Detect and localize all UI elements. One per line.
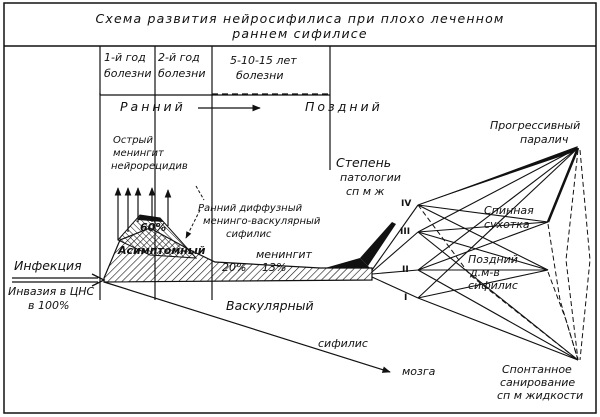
outcome-tabes: Спинная: [484, 204, 534, 217]
label-asymptomatic: Асимптомный: [118, 244, 206, 257]
outcome-sanation: санирование: [500, 376, 576, 389]
diagram-title: Схема развития нейросифилиса при плохо л…: [95, 11, 505, 26]
label-acute: Острый: [113, 135, 153, 146]
header-second-year: 2-й год: [158, 51, 200, 64]
label-early-diffuse: Ранний диффузный: [198, 203, 303, 214]
outcome-late-syphilis: сифилис: [468, 279, 518, 292]
label-asymptomatic-meningitis: менингит: [256, 248, 312, 261]
grade-i: I: [404, 293, 408, 303]
label-invasion-pct: в 100%: [28, 299, 70, 312]
label-vascular: Васкулярный: [226, 298, 314, 313]
label-infection: Инфекция: [14, 258, 82, 273]
outcome-spontaneous: Спонтанное: [502, 363, 572, 376]
header-disease-3: болезни: [236, 69, 284, 82]
pct-20: 20%: [222, 261, 247, 274]
stage-early: Ранний: [120, 99, 186, 114]
outcome-late: Поздний: [468, 253, 518, 266]
outer-frame: [3, 2, 597, 414]
label-meningovascular: менинго-васкулярный: [203, 216, 321, 227]
stage-late: Поздний: [305, 99, 383, 114]
outcome-csf: сп м жидкости: [497, 389, 584, 402]
grade-iii: III: [400, 227, 411, 237]
label-vascular-syphilis: сифилис: [318, 337, 368, 350]
label-invasion: Инвазия в ЦНС: [8, 285, 95, 298]
label-neurorelapse: нейрорецидив: [111, 161, 188, 172]
label-csf: сп м ж: [346, 185, 385, 198]
diagram-title-line2: раннем сифилисе: [232, 26, 368, 41]
header-later-years: 5-10-15 лет: [230, 54, 297, 67]
label-degree: Степень: [336, 155, 392, 170]
outcome-tabes-2: сухотка: [484, 218, 530, 231]
grade-ii: II: [402, 265, 409, 275]
grade-iv: IV: [401, 199, 412, 209]
label-syphilis-early: сифилис: [226, 229, 272, 240]
outcome-progressive: Прогрессивный: [490, 119, 581, 132]
label-pathology: патологии: [340, 171, 401, 184]
label-acute-meningitis: менингит: [113, 148, 164, 159]
outcome-paralysis: паралич: [520, 133, 569, 146]
label-brain: мозга: [402, 365, 436, 378]
header-first-year: 1-й год: [104, 51, 146, 64]
header-disease-1: болезни: [104, 67, 152, 80]
outcome-late-mv: д.м-в: [470, 266, 500, 279]
pct-60: 60%: [140, 221, 167, 234]
header-disease-2: болезни: [158, 67, 206, 80]
pct-13: 13%: [262, 261, 287, 274]
